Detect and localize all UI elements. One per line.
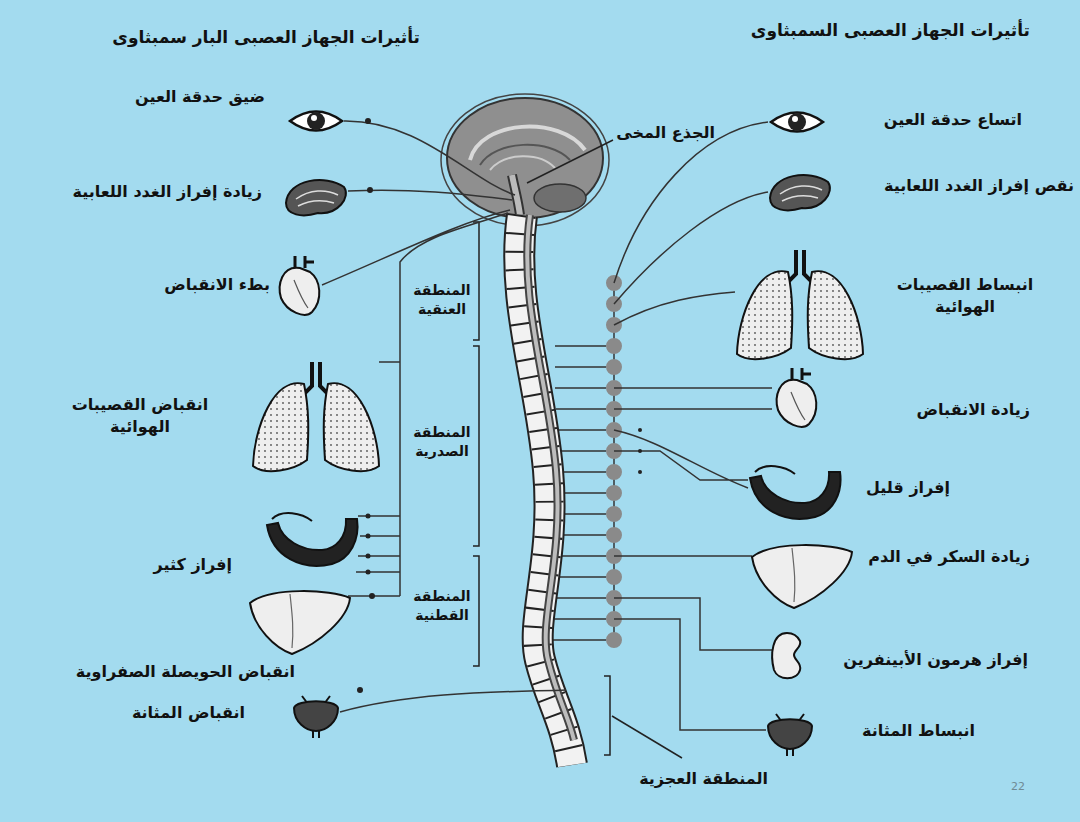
- eye-icon: [290, 112, 342, 131]
- leader-lines: [527, 140, 682, 758]
- spinal-column: [519, 215, 574, 765]
- effect-label: نقص إفراز الغدد اللعابية: [884, 175, 1074, 197]
- heart-icon: [280, 256, 320, 315]
- effect-label: انبساط القصيبات الهوائية: [880, 274, 1050, 317]
- salivary-gland-icon: [286, 180, 346, 215]
- heart-icon: [777, 368, 817, 427]
- region-label: المنطقة الصدرية: [411, 423, 473, 461]
- effect-label: انبساط المثانة: [862, 720, 975, 742]
- effect-label: انقباض الحويصلة الصفراوية: [76, 661, 295, 683]
- ganglion-dots: [606, 283, 622, 641]
- part-label: الجذع المخى: [616, 122, 715, 144]
- lungs-icon: [253, 362, 379, 471]
- sympathetic-nerves: [614, 122, 780, 730]
- effect-label: اتساع حدقة العين: [884, 109, 1022, 131]
- effect-label: بطء الانقباض: [164, 274, 270, 296]
- stomach-icon: [267, 513, 358, 566]
- region-label: المنطقة العجزية: [639, 768, 768, 790]
- liver-icon: [752, 545, 852, 608]
- stomach-icon: [750, 466, 841, 519]
- region-label: المنطقة العنقية: [411, 281, 473, 319]
- effect-label: انقباض القصيبات الهوائية: [50, 394, 230, 437]
- heading: تأثيرات الجهاز العصبى السمبثاوى: [751, 19, 1030, 42]
- ganglion-chain: [613, 283, 615, 641]
- effect-label: ضيق حدقة العين: [135, 86, 265, 108]
- nerve-endings: [357, 118, 642, 693]
- lungs-icon: [737, 250, 863, 359]
- page-number: 22: [1011, 780, 1025, 795]
- bladder-icon: [768, 714, 812, 756]
- eye-icon: [771, 113, 823, 132]
- salivary-gland-icon: [770, 175, 830, 210]
- effect-label: زيادة السكر في الدم: [868, 546, 1030, 568]
- kidney-icon: [772, 633, 800, 678]
- brain: [441, 94, 609, 226]
- effect-label: زيادة إفراز الغدد اللعابية: [73, 181, 262, 203]
- region-label: المنطقة القطنية: [411, 587, 473, 625]
- effect-label: انقباض المثانة: [132, 702, 245, 724]
- region-brackets: [473, 222, 610, 755]
- effect-label: إفراز قليل: [866, 477, 950, 499]
- bladder-icon: [294, 696, 338, 738]
- effect-label: زيادة الانقباض: [917, 399, 1030, 421]
- effect-label: إفراز هرمون الأبينفرين: [843, 649, 1028, 671]
- heading: تأثيرات الجهاز العصبى البار سمبثاوى: [112, 26, 420, 49]
- liver-icon: [250, 591, 350, 654]
- effect-label: إفراز كثير: [154, 554, 233, 576]
